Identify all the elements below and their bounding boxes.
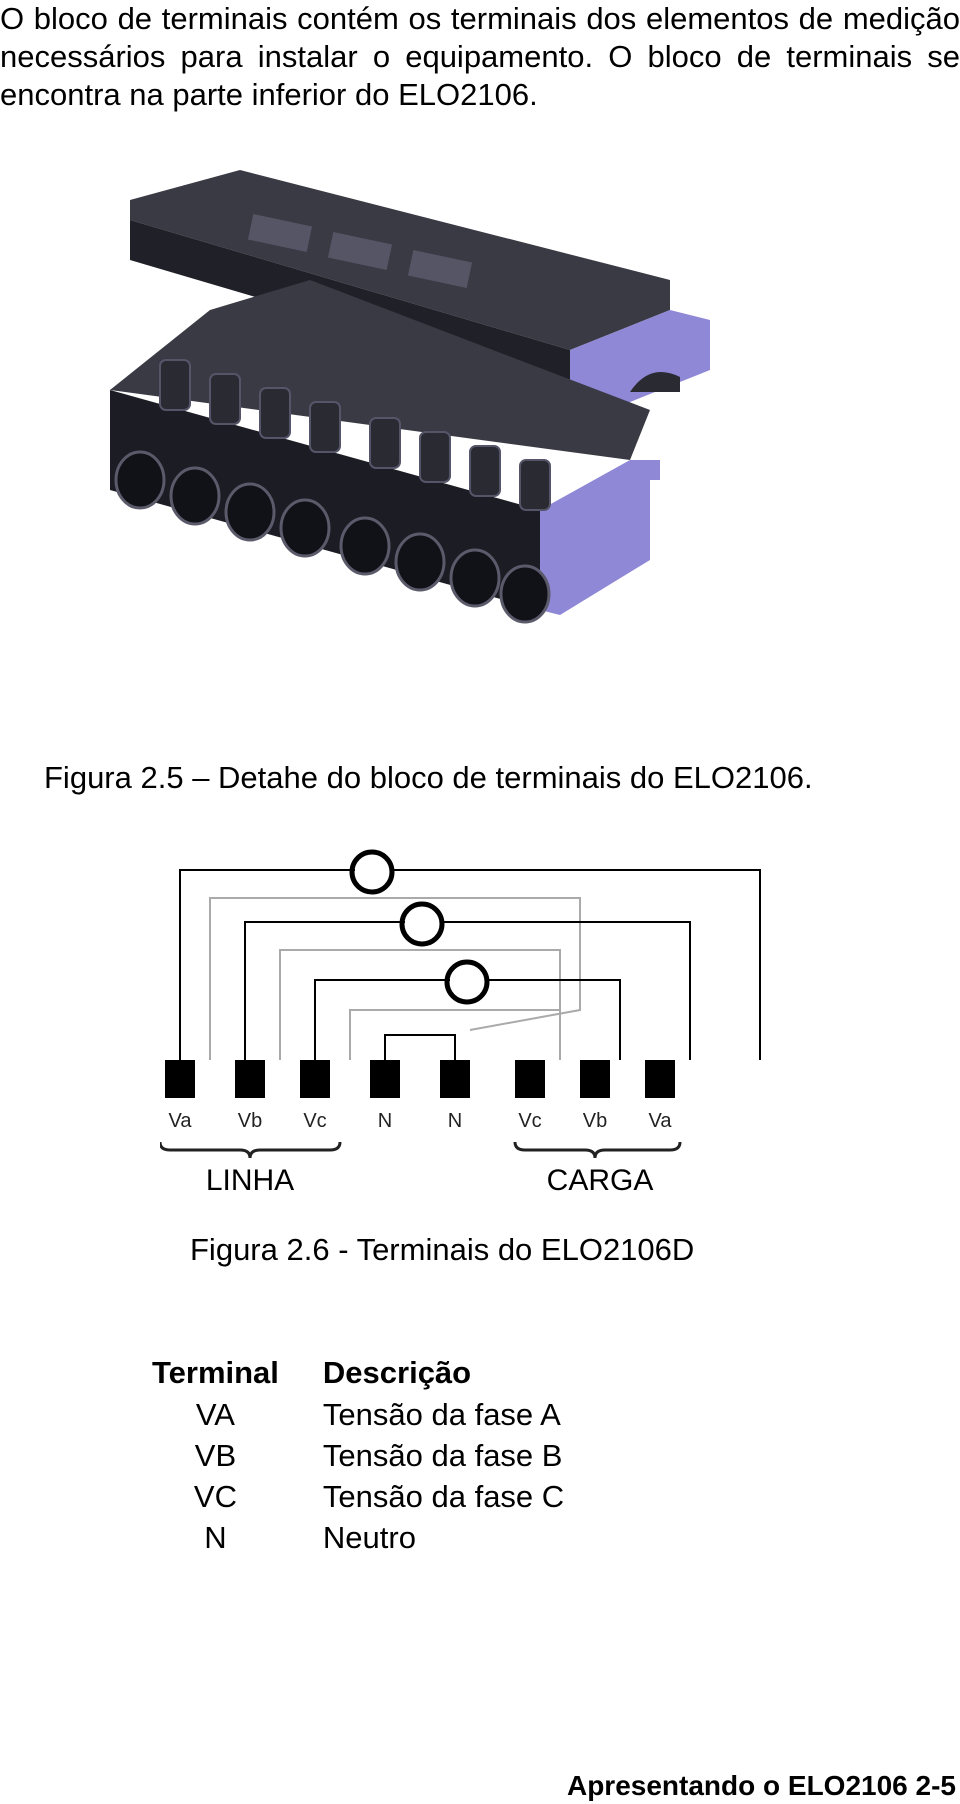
table-header: Descrição <box>322 1355 472 1390</box>
group-label-carga: CARGA <box>547 1164 654 1197</box>
table-row: VC Tensão da fase C <box>148 1476 604 1517</box>
brace-linha <box>160 1141 342 1159</box>
base-screws <box>159 359 551 511</box>
page-footer: Apresentando o ELO2106 2-5 <box>566 1770 956 1801</box>
terminal-wiring-diagram: Va Vb Vc N N Vc Vb Va LINHA CARGA <box>160 849 761 1197</box>
base-side <box>540 460 650 615</box>
figure-caption: Figura 2.5 – Detahe do bloco de terminai… <box>44 760 813 795</box>
terminal-block-illustration <box>110 170 710 624</box>
terminal-label: Vb <box>238 1110 262 1132</box>
table-row: N Neutro <box>148 1517 604 1558</box>
terminal-label: N <box>448 1110 462 1132</box>
terminal-label: Va <box>649 1110 673 1132</box>
table-cell-terminal: VB <box>194 1437 237 1473</box>
table-cell-terminal: VA <box>195 1396 235 1432</box>
terminal-label: Va <box>169 1110 193 1132</box>
ct-phase-b <box>399 901 445 947</box>
table-cell-description: Tensão da fase B <box>322 1437 563 1473</box>
table-header: Terminal <box>152 1355 279 1390</box>
cover-side <box>570 310 710 410</box>
table-cell-terminal: N <box>204 1519 227 1555</box>
terminal-table: Terminal Descrição VA Tensão da fase A V… <box>148 1352 604 1558</box>
intro-paragraph: O bloco de terminais contém os terminais… <box>0 1 960 112</box>
table-cell-description: Tensão da fase C <box>322 1478 565 1514</box>
cover-notch <box>630 372 680 392</box>
base-top <box>110 280 650 460</box>
brace-carga <box>513 1141 682 1159</box>
cover-windows <box>247 214 473 288</box>
table-row: VB Tensão da fase B <box>148 1435 604 1476</box>
table-cell-description: Neutro <box>322 1519 416 1555</box>
terminal-label: Vb <box>583 1110 607 1132</box>
cable-holes <box>114 450 551 624</box>
group-label-linha: LINHA <box>206 1164 294 1197</box>
cover-top <box>130 170 670 350</box>
ct-phase-c <box>444 959 490 1005</box>
terminal-blocks <box>165 1060 675 1098</box>
terminal-label: Vc <box>518 1110 541 1132</box>
table-cell-description: Tensão da fase A <box>322 1396 561 1432</box>
terminal-label: N <box>378 1110 392 1132</box>
table-row: VA Tensão da fase A <box>148 1394 604 1435</box>
figure-caption: Figura 2.6 - Terminais do ELO2106D <box>190 1232 695 1267</box>
table-cell-terminal: VC <box>193 1478 237 1514</box>
terminal-label: Vc <box>303 1110 326 1132</box>
ct-phase-a <box>349 849 395 895</box>
